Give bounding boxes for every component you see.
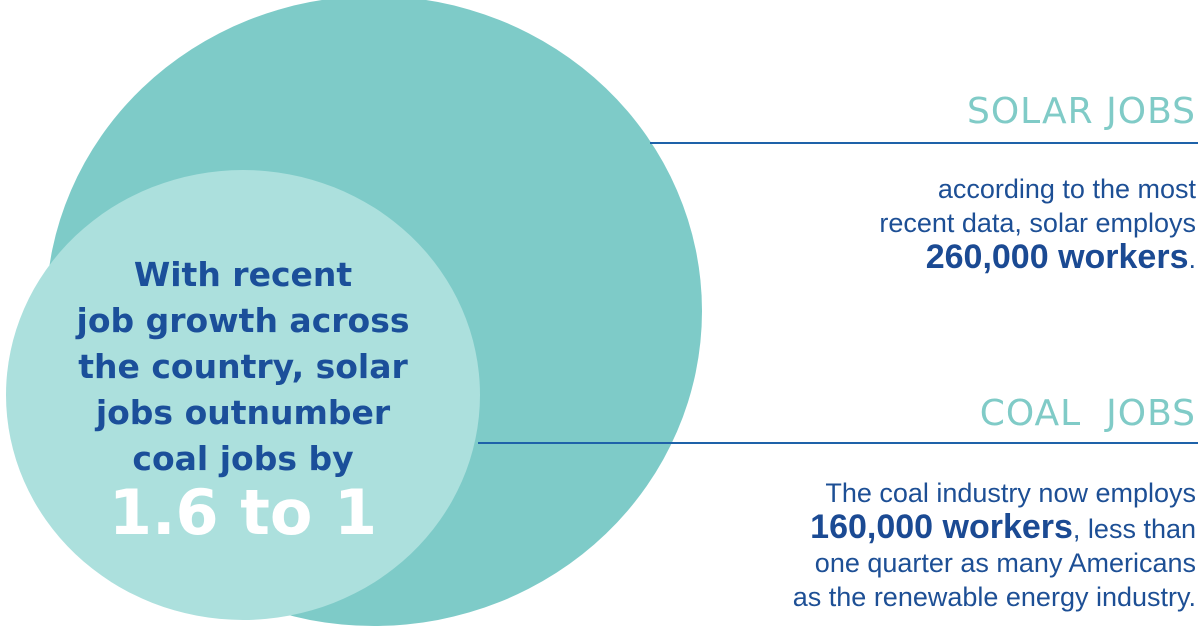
solar-desc-line: recent data, solar employs	[879, 208, 1196, 238]
comparison-line: jobs outnumber	[95, 393, 391, 432]
coal-rule	[478, 442, 1198, 444]
comparison-line: coal jobs by	[132, 439, 354, 478]
coal-desc-line: The coal industry now employs	[825, 478, 1196, 508]
coal-workers-figure: 160,000 workers	[810, 508, 1073, 546]
solar-figure-row: 260,000 workers.	[796, 240, 1196, 276]
coal-jobs-description: The coal industry now employs 160,000 wo…	[716, 476, 1196, 614]
solar-workers-figure: 260,000 workers	[925, 238, 1189, 276]
coal-jobs-circle	[6, 170, 480, 620]
coal-jobs-heading: COAL JOBS	[979, 393, 1196, 434]
coal-desc-line: as the renewable energy industry.	[792, 582, 1196, 612]
solar-desc-line: according to the most	[937, 174, 1196, 204]
solar-jobs-heading: SOLAR JOBS	[966, 91, 1196, 132]
solar-figure-suffix: .	[1188, 244, 1196, 274]
coal-figure-suffix: , less than	[1072, 514, 1196, 544]
jobs-ratio: 1.6 to 1	[108, 476, 378, 549]
solar-jobs-description: according to the most recent data, solar…	[796, 172, 1196, 276]
comparison-line: job growth across	[76, 301, 410, 340]
comparison-line: With recent	[133, 255, 353, 294]
comparison-text: With recent job growth across the countr…	[48, 252, 438, 482]
coal-figure-row: 160,000 workers, less than	[716, 510, 1196, 546]
comparison-line: the country, solar	[78, 347, 408, 386]
solar-rule	[650, 142, 1198, 144]
coal-desc-line: one quarter as many Americans	[814, 548, 1196, 578]
